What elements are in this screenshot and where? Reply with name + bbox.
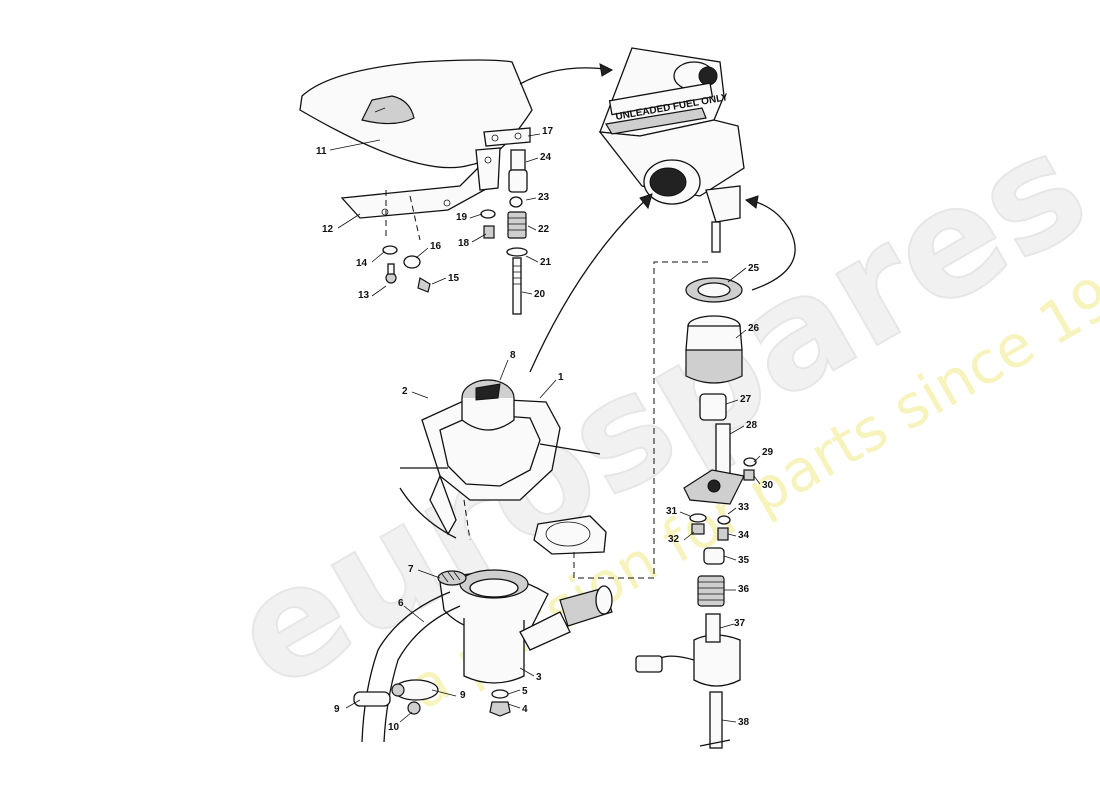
callout-24: 24 [540,152,552,163]
callout-30: 30 [762,480,774,491]
callout-6: 6 [398,598,404,609]
callout-3: 3 [536,672,542,683]
callout-23: 23 [538,192,550,203]
callout-12: 12 [322,224,334,235]
callout-9-right: 9 [460,690,466,701]
callout-26: 26 [748,323,760,334]
callout-leaders [329,133,761,723]
callout-37: 37 [734,618,746,629]
flap-fasteners [382,149,528,315]
callout-35: 35 [738,555,750,566]
callout-25: 25 [748,263,760,274]
callout-32: 32 [668,534,680,545]
callout-17: 17 [542,126,554,137]
arrow-head-inset [599,63,614,77]
callout-15: 15 [448,273,460,284]
callout-16: 16 [430,241,442,252]
callout-2: 2 [402,386,408,397]
callout-21: 21 [540,257,552,268]
callout-7: 7 [408,564,414,575]
callout-8: 8 [510,350,516,361]
arrow-head-cap [639,193,653,210]
callout-14: 14 [356,258,368,269]
callout-31: 31 [666,506,678,517]
callout-34: 34 [738,530,750,541]
arrow-to-inset [519,67,613,85]
assembly-link [573,261,712,579]
callout-11: 11 [316,146,327,157]
washer-5 [491,689,509,699]
callout-4: 4 [522,704,528,715]
callout-numbers: 8 1 2 3 4 5 6 7 9 9 10 11 12 13 14 15 16… [316,126,774,733]
callout-22: 22 [538,224,550,235]
filler-neck [439,569,613,684]
arrow-cap-to-inset [529,195,651,373]
inset-filler-view: UNLEADED FUEL ONLY [598,47,745,253]
callout-38: 38 [738,717,750,728]
filler-housing [399,379,607,555]
callout-13: 13 [358,290,370,301]
callout-29: 29 [762,447,774,458]
callout-1: 1 [558,372,564,383]
latch-assembly [635,277,757,749]
callout-36: 36 [738,584,750,595]
arrow-head-latch [744,195,759,209]
callout-27: 27 [740,394,752,405]
callout-28: 28 [746,420,758,431]
callout-33: 33 [738,502,750,513]
callout-18: 18 [458,238,470,249]
nut-4 [489,701,511,717]
fuel-flap-panel [299,59,533,169]
callout-19: 19 [456,212,468,223]
callout-10: 10 [388,722,400,733]
callout-9-left: 9 [334,704,340,715]
callout-20: 20 [534,289,546,300]
hose-clamps [353,679,439,715]
hinge-plate [340,127,531,219]
vent-hose [361,591,451,743]
arrow-latch-to-inset [747,199,796,291]
callout-5: 5 [522,686,528,697]
